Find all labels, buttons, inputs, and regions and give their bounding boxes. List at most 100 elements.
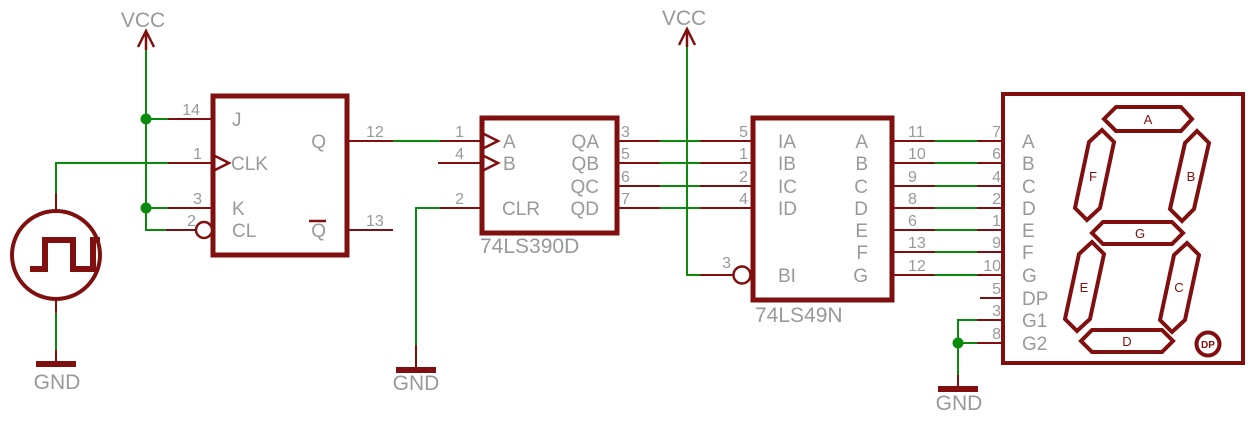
counter-part-label: 74LS390D <box>480 235 579 258</box>
jk-pin-q-label: Q <box>311 132 326 153</box>
clr-gnd-wire[interactable] <box>415 207 440 345</box>
display-pin-dp-label: DP <box>1022 289 1048 310</box>
vcc1-label: VCC <box>121 9 165 32</box>
jk-flipflop-body[interactable] <box>210 93 350 258</box>
display-pin7-number: 7 <box>992 124 1001 141</box>
segment-dp-shape <box>1194 330 1222 358</box>
g1-g2-gnd-wire[interactable] <box>957 319 977 375</box>
counter-pin4-number: 4 <box>455 146 464 163</box>
segment-d-shape <box>1078 328 1176 354</box>
jk-pin2-number: 2 <box>187 213 196 230</box>
vcc1-symbol[interactable]: VCC <box>121 9 165 50</box>
decoder-pin1-number: 1 <box>739 146 748 163</box>
decoder-pin-ic-label: IC <box>778 177 797 198</box>
display-pin-b-label: B <box>1022 154 1035 175</box>
segment-f-label: F <box>1089 169 1097 184</box>
segment-g-label: G <box>1135 226 1145 241</box>
decoder-part-label: 74LS49N <box>755 304 843 327</box>
counter-pin5-number: 5 <box>621 146 630 163</box>
display-pin-g1-label: G1 <box>1022 311 1047 332</box>
counter-pin-qa-label: QA <box>572 132 600 153</box>
jk-clk-edge-icon <box>214 154 232 172</box>
decoder-pin3-number: 3 <box>722 255 731 272</box>
gnd2-label: GND <box>393 372 440 395</box>
jk-pin-qbar-label: Q <box>311 221 326 242</box>
display-pin-e-label: E <box>1022 221 1035 242</box>
decoder-pin-ib-label: IB <box>778 154 796 175</box>
decoder-pin12-number: 12 <box>908 258 926 275</box>
counter-pin2-number: 2 <box>455 191 464 208</box>
gnd3-symbol[interactable]: GND <box>936 375 983 415</box>
decoder-pin5-number: 5 <box>739 124 748 141</box>
jk-flipflop[interactable]: 14 1 3 2 12 13 J CLK K CL Q Q <box>166 93 393 258</box>
display-pin-d-label: D <box>1022 199 1036 220</box>
counter-pin6-number: 6 <box>621 169 630 186</box>
counter-pin3-number: 3 <box>621 124 630 141</box>
decoder-pin-e-label: E <box>855 221 868 242</box>
jk-cl-bubble <box>194 220 214 240</box>
vcc1-net-wire[interactable] <box>145 50 166 231</box>
segment-c-label: C <box>1174 280 1183 295</box>
counter-pin-qb-label: QB <box>572 154 599 175</box>
jk-pin12-number: 12 <box>366 124 384 141</box>
decoder-pin-a-label: A <box>855 132 868 153</box>
display-pin9-number: 9 <box>992 235 1001 252</box>
decoder-pin9-number: 9 <box>908 169 917 186</box>
decoder-body[interactable] <box>750 115 895 303</box>
display-pin-c-label: C <box>1022 177 1036 198</box>
counter-pin1-number: 1 <box>455 124 464 141</box>
decoder-bi-bubble <box>732 265 752 285</box>
decoder-pin4-number: 4 <box>739 191 748 208</box>
vcc2-bi-wire[interactable] <box>686 47 700 276</box>
clk-net-wire[interactable] <box>55 162 168 193</box>
vcc-arrow-icon <box>677 26 697 46</box>
clock-source-body[interactable] <box>10 209 102 301</box>
gnd3-label: GND <box>936 392 983 415</box>
decoder-pin-c-label: C <box>854 177 868 198</box>
counter-body[interactable] <box>479 115 620 236</box>
decoder-pin11-number: 11 <box>908 124 925 141</box>
display-pin6-number: 6 <box>992 146 1001 163</box>
gnd2-symbol[interactable]: GND <box>393 345 440 395</box>
display-pin5-number: 5 <box>992 281 1001 298</box>
segment-e-shape <box>1062 239 1107 334</box>
decoder-74ls49n[interactable]: 5 1 2 4 3 11 10 9 8 6 13 12 IA IB IC ID … <box>700 115 935 327</box>
segment-dp-label: DP <box>1201 340 1215 351</box>
decoder-pin-f-label: F <box>856 243 868 264</box>
decoder-pin10-number: 10 <box>908 146 926 163</box>
jk-pin-k-label: K <box>232 199 245 220</box>
vcc2-symbol[interactable]: VCC <box>662 7 706 47</box>
jk-pin-cl-label: CL <box>232 221 256 242</box>
display-pin-f-label: F <box>1022 243 1034 264</box>
clock-source[interactable] <box>10 193 102 313</box>
counter-74ls390d[interactable]: 1 4 2 3 5 6 7 A B CLR QA QB QC QD 74LS39… <box>438 115 660 258</box>
display-pin-g-label: G <box>1022 266 1037 287</box>
decoder-pin-id-label: ID <box>778 199 797 220</box>
square-wave-icon <box>30 237 100 272</box>
counter-pin-b-label: B <box>503 154 516 175</box>
counter-pin-clr-label: CLR <box>502 199 540 220</box>
segment-d-label: D <box>1122 334 1131 349</box>
counter-pin-qc-label: QC <box>571 177 600 198</box>
display-pin8-number: 8 <box>992 326 1001 343</box>
display-pin-g2-label: G2 <box>1022 334 1047 355</box>
decoder-pin-d-label: D <box>854 199 868 220</box>
jk-pin-j-label: J <box>232 110 242 131</box>
display-pin2-number: 2 <box>992 191 1001 208</box>
segment-e-label: E <box>1080 280 1089 295</box>
vcc2-label: VCC <box>662 7 706 30</box>
decoder-pin-b-label: B <box>855 154 868 175</box>
display-pin4-number: 4 <box>992 169 1001 186</box>
segment-a-label: A <box>1144 112 1153 127</box>
seven-segment-display[interactable]: 7 6 4 2 1 9 10 5 3 8 A B C D E F G DP G1… <box>977 92 1245 365</box>
counter-pin7-number: 7 <box>621 191 630 208</box>
vcc-arrow-icon <box>136 28 156 48</box>
counter-pin-qd-label: QD <box>571 199 600 220</box>
gnd1-symbol[interactable]: GND <box>34 350 81 394</box>
decoder-pin6-number: 6 <box>908 213 917 230</box>
segment-a-shape <box>1101 105 1195 133</box>
decoder-pin2-number: 2 <box>739 169 748 186</box>
display-pin1-number: 1 <box>992 213 1001 230</box>
